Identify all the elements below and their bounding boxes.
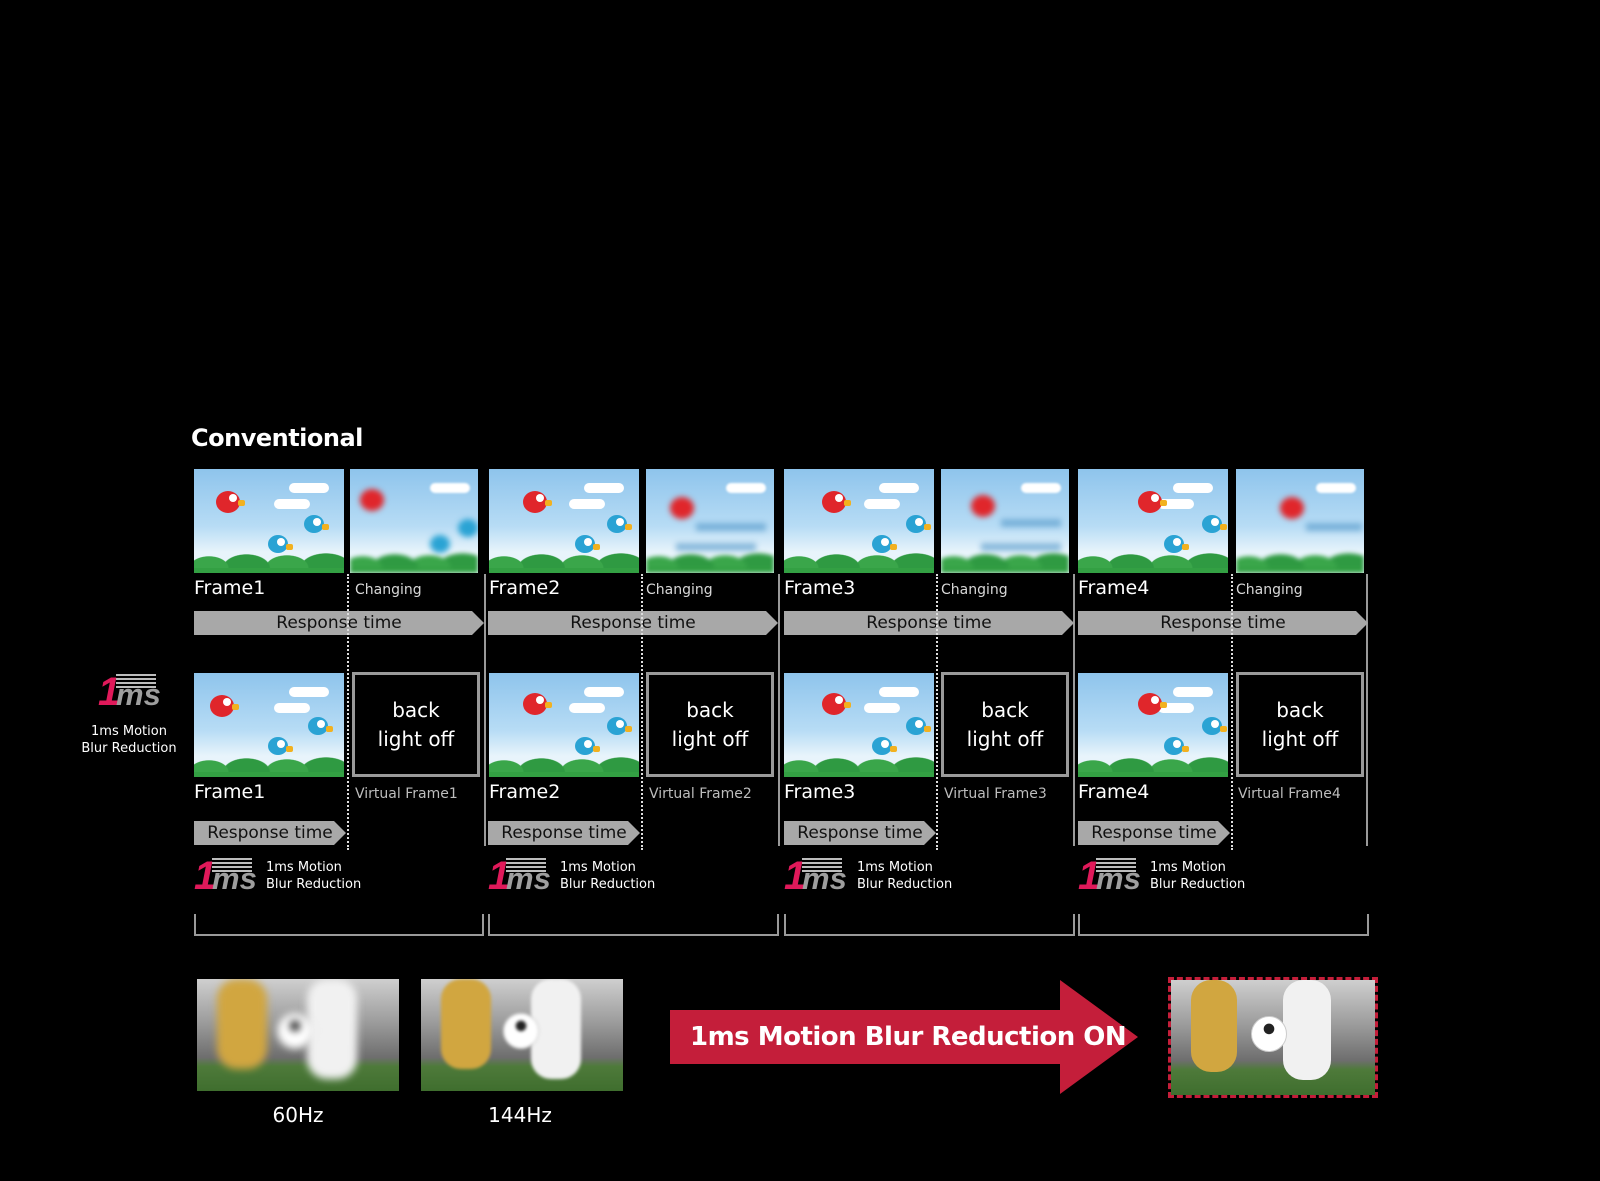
- changing-label: Changing: [646, 582, 713, 598]
- group-divider: [1073, 574, 1075, 846]
- frame-label: Frame4: [1078, 781, 1150, 803]
- frame-label: Frame2: [489, 781, 561, 803]
- changing-frame-image: [1236, 469, 1364, 573]
- frame-image: [1078, 469, 1228, 573]
- mbr-on-label: 1ms Motion Blur Reduction ON: [690, 1022, 1127, 1052]
- virtual-frame-label: Virtual Frame4: [1238, 786, 1341, 802]
- frame-label: Frame1: [194, 577, 266, 599]
- frame-label: Frame3: [784, 577, 856, 599]
- side-1ms-logo-icon: 1 ms: [98, 670, 161, 714]
- changing-label: Changing: [941, 582, 1008, 598]
- frame-image: [194, 673, 344, 777]
- frame-label: Frame4: [1078, 577, 1150, 599]
- frame-label: Frame3: [784, 781, 856, 803]
- group-bracket: [488, 914, 779, 936]
- frame-image: [784, 469, 934, 573]
- response-time-arrow: Response time: [488, 821, 640, 845]
- response-time-arrow: Response time: [1078, 611, 1368, 635]
- label-60hz: 60Hz: [272, 1103, 324, 1127]
- frame-label: Frame1: [194, 781, 266, 803]
- dotted-divider: [1231, 574, 1233, 850]
- dotted-divider: [347, 574, 349, 850]
- response-time-arrow: Response time: [194, 611, 484, 635]
- changing-frame-image: [941, 469, 1069, 573]
- response-time-arrow: Response time: [488, 611, 778, 635]
- virtual-frame-label: Virtual Frame2: [649, 786, 752, 802]
- label-144hz: 144Hz: [488, 1103, 552, 1127]
- response-time-arrow: Response time: [784, 821, 936, 845]
- result-image-frame: [1168, 977, 1378, 1098]
- frame-image: [784, 673, 934, 777]
- changing-frame-image: [646, 469, 774, 573]
- dotted-divider: [936, 574, 938, 850]
- virtual-frame-label: Virtual Frame1: [355, 786, 458, 802]
- frame-image: [489, 469, 639, 573]
- changing-label: Changing: [355, 582, 422, 598]
- virtual-frame-label: Virtual Frame3: [944, 786, 1047, 802]
- side-logo-label: 1ms Motion Blur Reduction: [81, 724, 177, 756]
- group-bracket: [194, 914, 484, 936]
- group-divider: [778, 574, 780, 846]
- response-time-arrow: Response time: [784, 611, 1074, 635]
- soccer-image-sharp: [1171, 980, 1375, 1095]
- frame-image: [489, 673, 639, 777]
- response-time-arrow: Response time: [1078, 821, 1230, 845]
- changing-label: Changing: [1236, 582, 1303, 598]
- group-divider: [1366, 574, 1368, 846]
- section-title: Conventional: [191, 424, 363, 452]
- group-bracket: [784, 914, 1075, 936]
- soccer-image-60hz: [197, 979, 399, 1091]
- dotted-divider: [641, 574, 643, 850]
- group-bracket: [1078, 914, 1369, 936]
- frame-label: Frame2: [489, 577, 561, 599]
- group-divider: [484, 574, 486, 846]
- changing-frame-image: [350, 469, 478, 573]
- response-time-arrow: Response time: [194, 821, 346, 845]
- soccer-image-144hz: [421, 979, 623, 1091]
- frame-image: [194, 469, 344, 573]
- frame-image: [1078, 673, 1228, 777]
